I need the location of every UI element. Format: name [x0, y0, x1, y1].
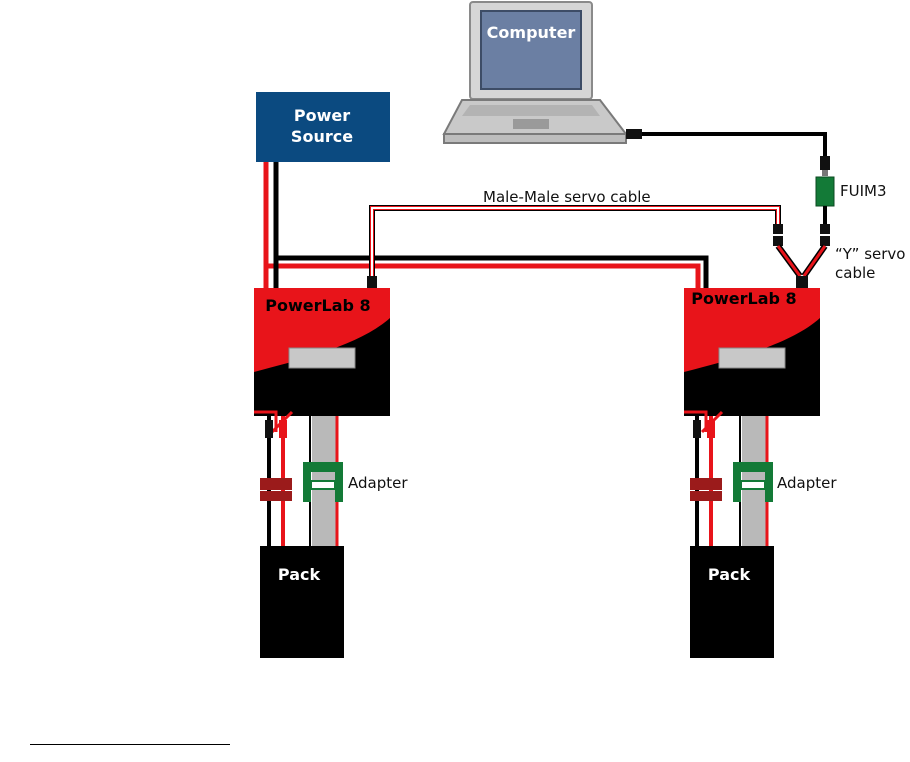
adapter-left: Adapter [303, 462, 408, 502]
adapter-left-label: Adapter [348, 474, 408, 492]
power-wires [263, 162, 709, 290]
power-source-label-line1: Power [294, 106, 350, 125]
adapter-right: Adapter [733, 462, 837, 502]
pack-right-label: Pack [708, 565, 751, 584]
pack-left-label: Pack [278, 565, 321, 584]
powerlab-left-label: PowerLab 8 [265, 296, 370, 315]
computer-laptop: Computer [442, 1, 629, 144]
power-source-label-line2: Source [291, 127, 353, 146]
power-source-box: Power Source [256, 92, 390, 162]
powerlab-right-label: PowerLab 8 [691, 289, 796, 308]
footnote-rule [30, 744, 230, 745]
adapter-right-label: Adapter [777, 474, 837, 492]
y-servo-cable: “Y” servo cable [775, 206, 905, 288]
male-male-servo-cable: Male-Male servo cable [367, 188, 783, 290]
y-cable-label-line2: cable [835, 264, 875, 282]
powerlab-left: PowerLab 8 [254, 288, 390, 434]
servo-cable-label: Male-Male servo cable [483, 188, 651, 206]
y-cable-label-line1: “Y” servo [835, 245, 905, 263]
fuim3-module: FUIM3 [815, 176, 887, 207]
pack-left: Pack [260, 546, 344, 658]
pack-right: Pack [690, 546, 774, 658]
computer-label: Computer [487, 23, 576, 42]
fuim3-label: FUIM3 [840, 182, 887, 200]
usb-cable [626, 129, 830, 176]
powerlab-right: PowerLab 8 [684, 288, 820, 434]
